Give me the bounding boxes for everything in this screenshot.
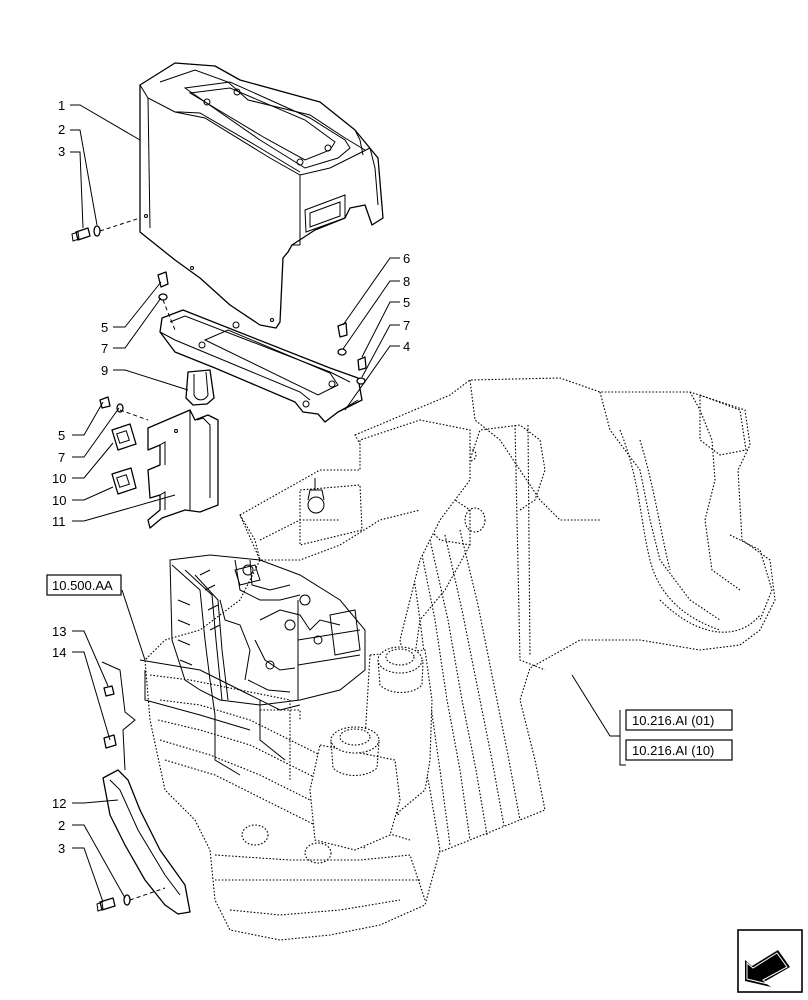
callout-2-upper: 2 bbox=[58, 122, 65, 137]
callout-5-mid: 5 bbox=[58, 428, 65, 443]
callout-13: 13 bbox=[52, 624, 66, 639]
callout-6: 6 bbox=[403, 251, 410, 266]
callout-3-lower: 3 bbox=[58, 841, 65, 856]
callout-9: 9 bbox=[101, 363, 108, 378]
reference-10-216-ai-10[interactable]: 10.216.AI (10) bbox=[625, 739, 733, 761]
part-4-base-plate bbox=[159, 309, 363, 423]
callout-4: 4 bbox=[403, 339, 410, 354]
callout-14: 14 bbox=[52, 645, 66, 660]
part-9-grommet bbox=[185, 369, 215, 406]
part-11-bracket bbox=[147, 409, 219, 529]
assembly-lines bbox=[99, 217, 176, 901]
part-1-cover bbox=[139, 62, 384, 329]
control-valve-block bbox=[139, 478, 366, 776]
callout-10-lower: 10 bbox=[52, 493, 66, 508]
callout-7-mid: 7 bbox=[58, 450, 65, 465]
callout-7-left: 7 bbox=[101, 341, 108, 356]
reference-10-500-aa[interactable]: 10.500.AA bbox=[46, 574, 122, 596]
filler-cap-front bbox=[309, 726, 401, 851]
reference-label-10-500-aa: 10.500.AA bbox=[52, 578, 113, 593]
callout-7-right: 7 bbox=[403, 318, 410, 333]
callout-5-right: 5 bbox=[403, 295, 410, 310]
part-10-clip-upper bbox=[111, 423, 137, 451]
reference-10-216-ai-01[interactable]: 10.216.AI (01) bbox=[625, 709, 733, 731]
reference-label-10-216-ai-01: 10.216.AI (01) bbox=[632, 713, 714, 728]
leader-lines bbox=[70, 104, 626, 903]
part-12-guard-plate bbox=[102, 769, 191, 915]
callout-3-upper: 3 bbox=[58, 144, 65, 159]
reference-label-10-216-ai-10: 10.216.AI (10) bbox=[632, 743, 714, 758]
callout-1: 1 bbox=[58, 98, 65, 113]
callout-10-upper: 10 bbox=[52, 471, 66, 486]
arrow-navigation-icon[interactable] bbox=[737, 929, 803, 993]
callout-2-lower: 2 bbox=[58, 818, 65, 833]
callout-12: 12 bbox=[52, 796, 66, 811]
callout-11: 11 bbox=[52, 514, 66, 529]
callout-8: 8 bbox=[403, 274, 410, 289]
callout-labels: 1 2 3 6 8 5 7 4 5 7 9 5 7 10 10 11 13 14… bbox=[52, 98, 410, 856]
transmission-housing bbox=[354, 377, 776, 853]
part-13-14-bracket-outline bbox=[101, 661, 136, 771]
part-10-clip-lower bbox=[111, 467, 137, 495]
fasteners bbox=[71, 225, 367, 912]
callout-5-left: 5 bbox=[101, 320, 108, 335]
